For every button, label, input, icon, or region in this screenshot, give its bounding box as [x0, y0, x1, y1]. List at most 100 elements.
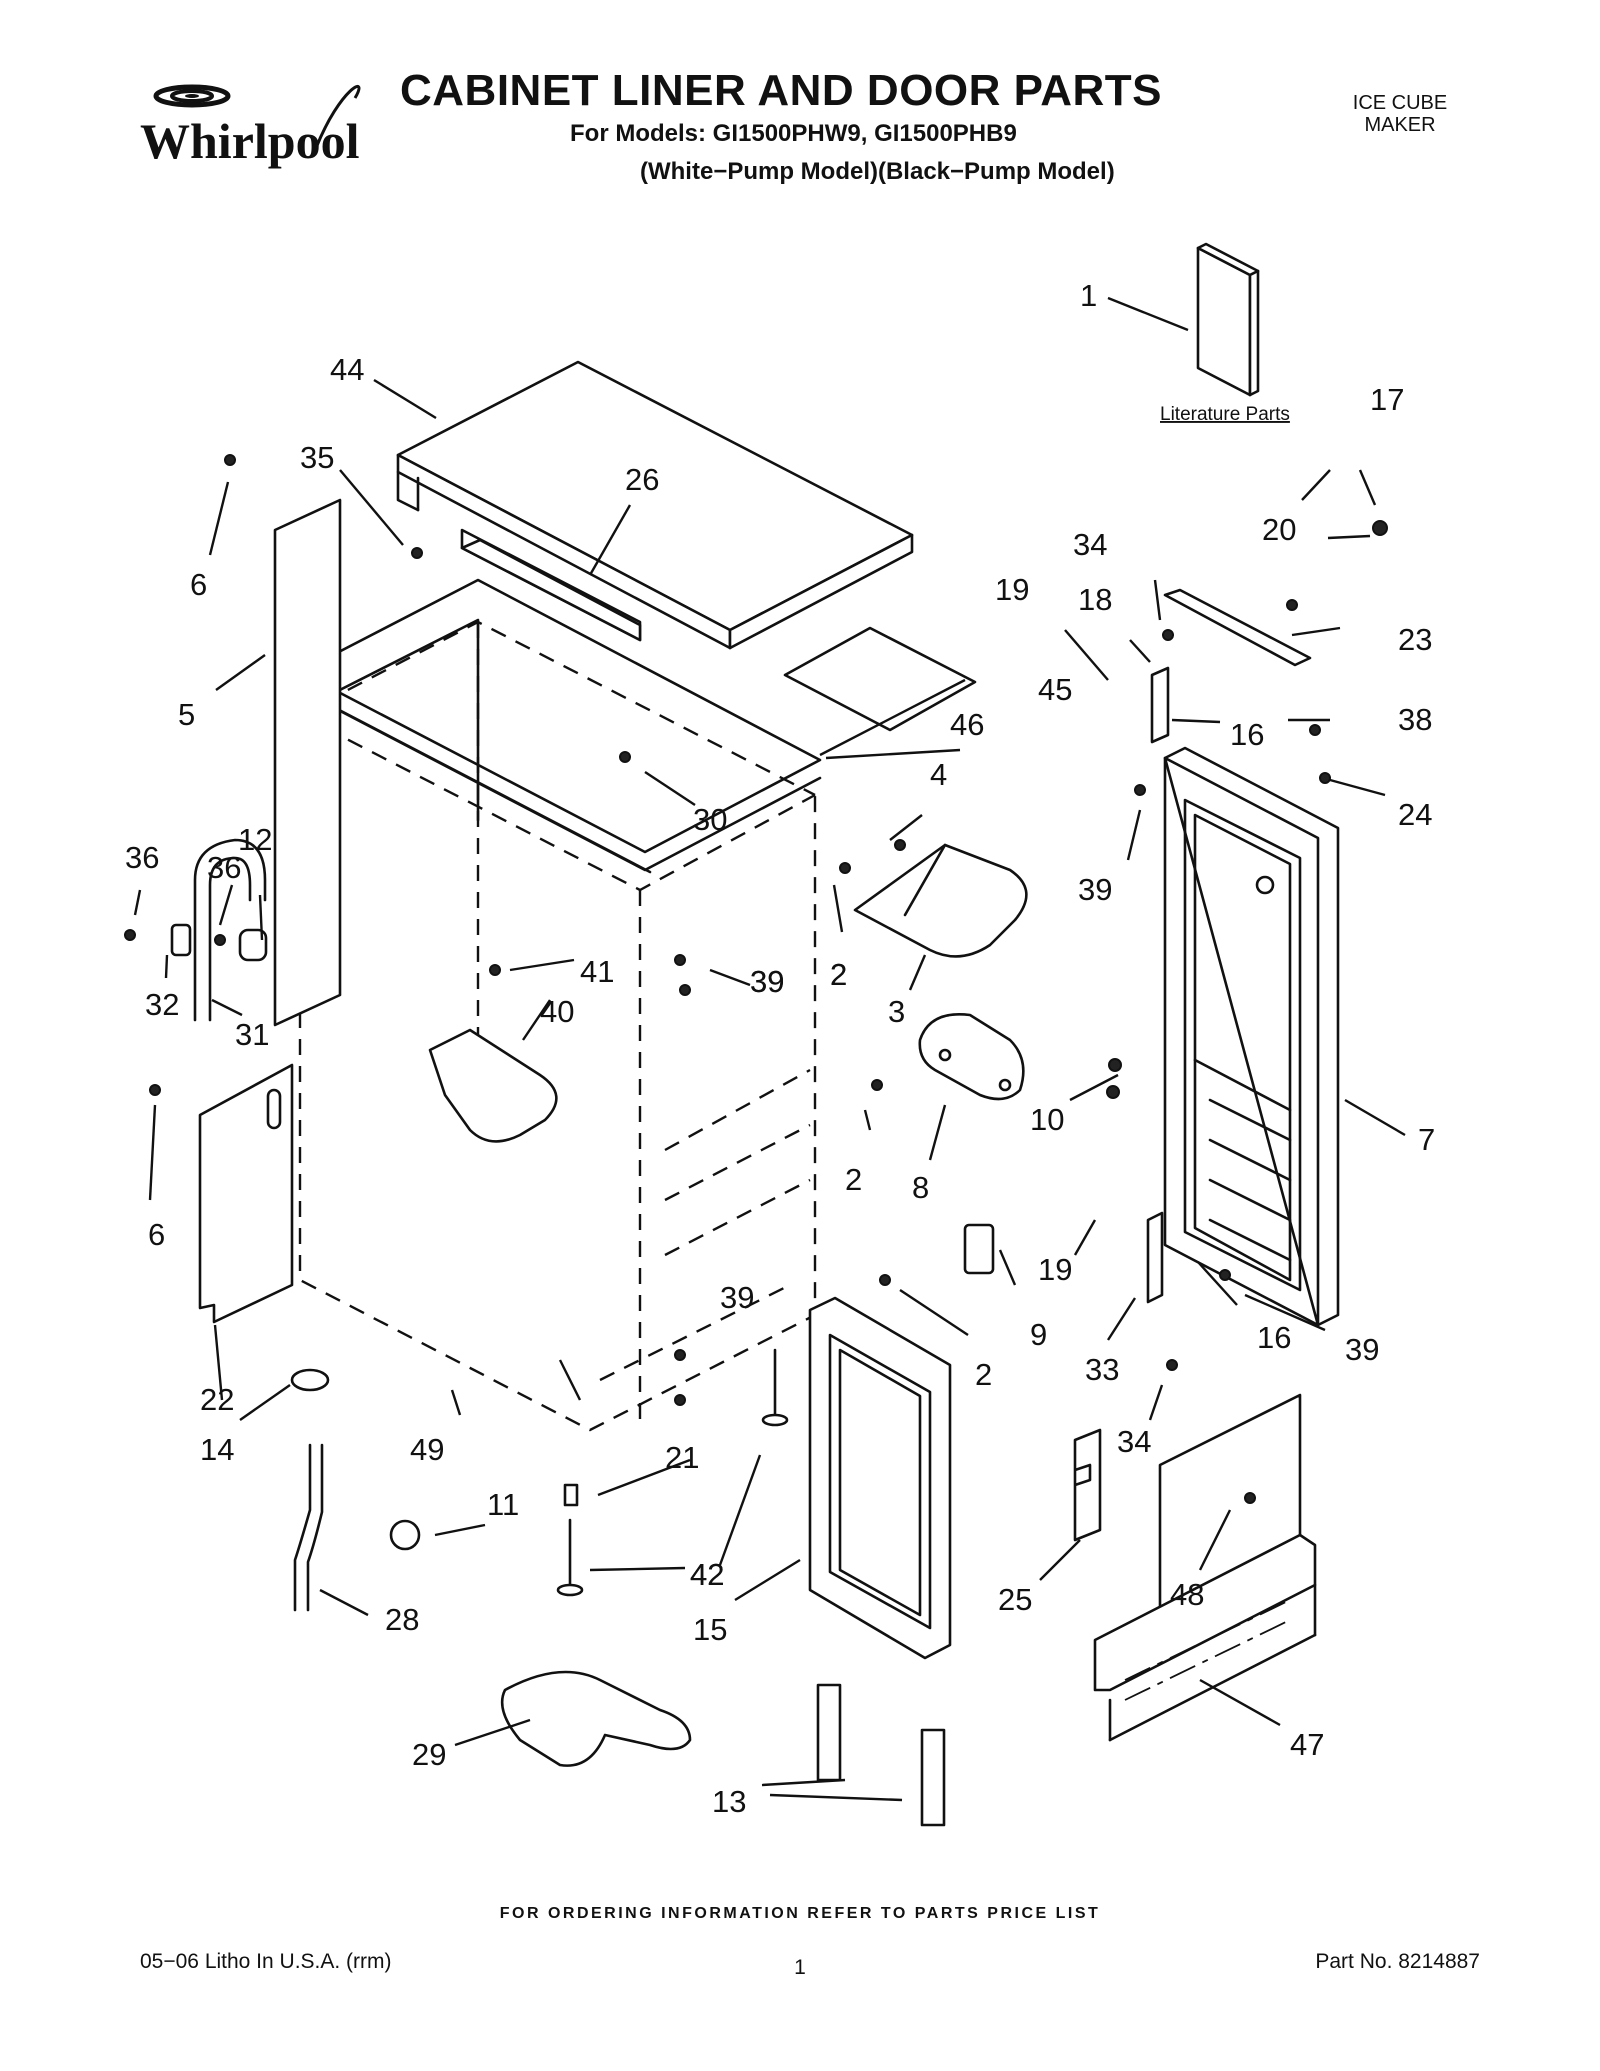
callout-5: 5: [178, 697, 195, 732]
part-33-hinge: [1146, 1211, 1164, 1304]
part-3-deflector: [853, 843, 1028, 958]
callout-19: 19: [995, 572, 1029, 607]
callout-47: 47: [1290, 1727, 1324, 1762]
callout-41: 41: [580, 954, 614, 989]
callout-21: 21: [665, 1440, 699, 1475]
part-22-rear-panel: [198, 1063, 294, 1324]
callout-48: 48: [1170, 1577, 1204, 1612]
part-13-trim-strip: [816, 1683, 842, 1782]
part-45-pad: [783, 626, 977, 732]
part-20-hinge-bar: [1163, 588, 1312, 667]
callout-28: 28: [385, 1602, 419, 1637]
ordering-note: FOR ORDERING INFORMATION REFER TO PARTS …: [499, 1905, 1101, 1922]
callout-39: 39: [1078, 872, 1112, 907]
callout-16: 16: [1230, 717, 1264, 752]
callout-40: 40: [540, 994, 574, 1029]
callout-2: 2: [845, 1162, 862, 1197]
callout-6: 6: [148, 1217, 165, 1252]
callout-20: 20: [1262, 512, 1296, 547]
callout-2: 2: [975, 1357, 992, 1392]
callout-4: 4: [930, 757, 947, 792]
callout-13: 13: [712, 1784, 746, 1819]
callout-42: 42: [690, 1557, 724, 1592]
callout-17: 17: [1370, 382, 1404, 417]
part-14-hose-clamp: [290, 1368, 330, 1392]
callout-2: 2: [830, 957, 847, 992]
part-21-screw: [563, 1483, 579, 1507]
part-44-top-cover: [396, 360, 914, 650]
callout-11: 11: [487, 1487, 519, 1522]
part-47-kickplate: [1093, 1393, 1317, 1742]
litho-note: 05−06 Litho In U.S.A. (rrm): [140, 1950, 392, 1973]
part-49-cabinet-liner: [298, 620, 817, 1432]
callout-44: 44: [330, 352, 364, 387]
callout-36: 36: [207, 850, 241, 885]
part-1-literature: [1196, 242, 1260, 397]
page-number: 1: [794, 1956, 806, 1979]
part-32-clip: [170, 923, 192, 957]
callout-15: 15: [693, 1612, 727, 1647]
callout-23: 23: [1398, 622, 1432, 657]
callout-6: 6: [190, 567, 207, 602]
callout-31: 31: [235, 1017, 269, 1052]
part-9-catch: [963, 1223, 995, 1275]
callout-25: 25: [998, 1582, 1032, 1617]
callout-32: 32: [145, 987, 179, 1022]
callout-24: 24: [1398, 797, 1432, 832]
product-type-line-2: MAKER: [1364, 114, 1436, 136]
whirlpool-swirl-icon: Whirlpool: [140, 84, 361, 169]
model-variants: (White−Pump Model)(Black−Pump Model): [640, 158, 1115, 185]
callout-36: 36: [125, 840, 159, 875]
part-26-top-rail: [460, 528, 642, 642]
page-title: CABINET LINER AND DOOR PARTS: [400, 66, 1162, 115]
part-42-leveling-foot: [761, 1413, 789, 1427]
literature-parts-caption: Literature Parts: [1160, 404, 1290, 425]
part-number: Part No. 8214887: [1315, 1950, 1480, 1973]
product-type-line-1: ICE CUBE: [1352, 92, 1448, 114]
part-5-side-panel: [273, 498, 342, 1027]
part-18-hinge: [1150, 666, 1170, 744]
callout-34: 34: [1117, 1424, 1151, 1459]
callout-39: 39: [750, 964, 784, 999]
callout-22: 22: [200, 1382, 234, 1417]
callout-19: 19: [1038, 1252, 1072, 1287]
part-15-door-gasket: [808, 1296, 952, 1660]
part-31-drain-tube-inner: [208, 856, 252, 1022]
callout-33: 33: [1085, 1352, 1119, 1387]
whirlpool-logo: Whirlpool: [140, 78, 380, 178]
part-28-hose: [293, 1443, 312, 1612]
product-type: ICE CUBE MAKER: [1320, 92, 1480, 136]
leader-lines: [133, 296, 1406, 1802]
part-31-drain-tube: [193, 838, 267, 1022]
model-numbers: For Models: GI1500PHW9, GI1500PHB9: [570, 120, 1017, 147]
part-11-grommet: [389, 1519, 421, 1551]
part-25-spacer: [1073, 1428, 1102, 1542]
callout-3: 3: [888, 994, 905, 1029]
callout-30: 30: [693, 802, 727, 837]
callout-26: 26: [625, 462, 659, 497]
part-28-hose-inner: [306, 1443, 324, 1612]
callout-39: 39: [1345, 1332, 1379, 1367]
screws: [124, 454, 1388, 1504]
callout-16: 16: [1257, 1320, 1291, 1355]
callout-46: 46: [950, 707, 984, 742]
callout-12: 12: [238, 822, 272, 857]
callout-8: 8: [912, 1170, 929, 1205]
part-29-scoop: [500, 1670, 692, 1767]
part-8-bracket: [918, 1013, 1025, 1101]
callout-49: 49: [410, 1432, 444, 1467]
callout-38: 38: [1398, 702, 1432, 737]
part-12-clamp: [238, 928, 268, 962]
part-40-duct: [428, 1028, 558, 1143]
callout-39: 39: [750, 964, 784, 999]
callout-7: 7: [1418, 1122, 1435, 1157]
callout-18: 18: [1078, 582, 1112, 617]
callout-10: 10: [1030, 1102, 1064, 1137]
callout-45: 45: [1038, 672, 1072, 707]
part-42-leveling-foot: [556, 1583, 584, 1597]
callout-labels: 1 2 2 2 2 3 4 5 6 6 7 8 9 10 11 12 13 14…: [125, 278, 1435, 1819]
callout-2: 2: [830, 957, 847, 992]
callout-34: 34: [1073, 527, 1107, 562]
callout-9: 9: [1030, 1317, 1047, 1352]
